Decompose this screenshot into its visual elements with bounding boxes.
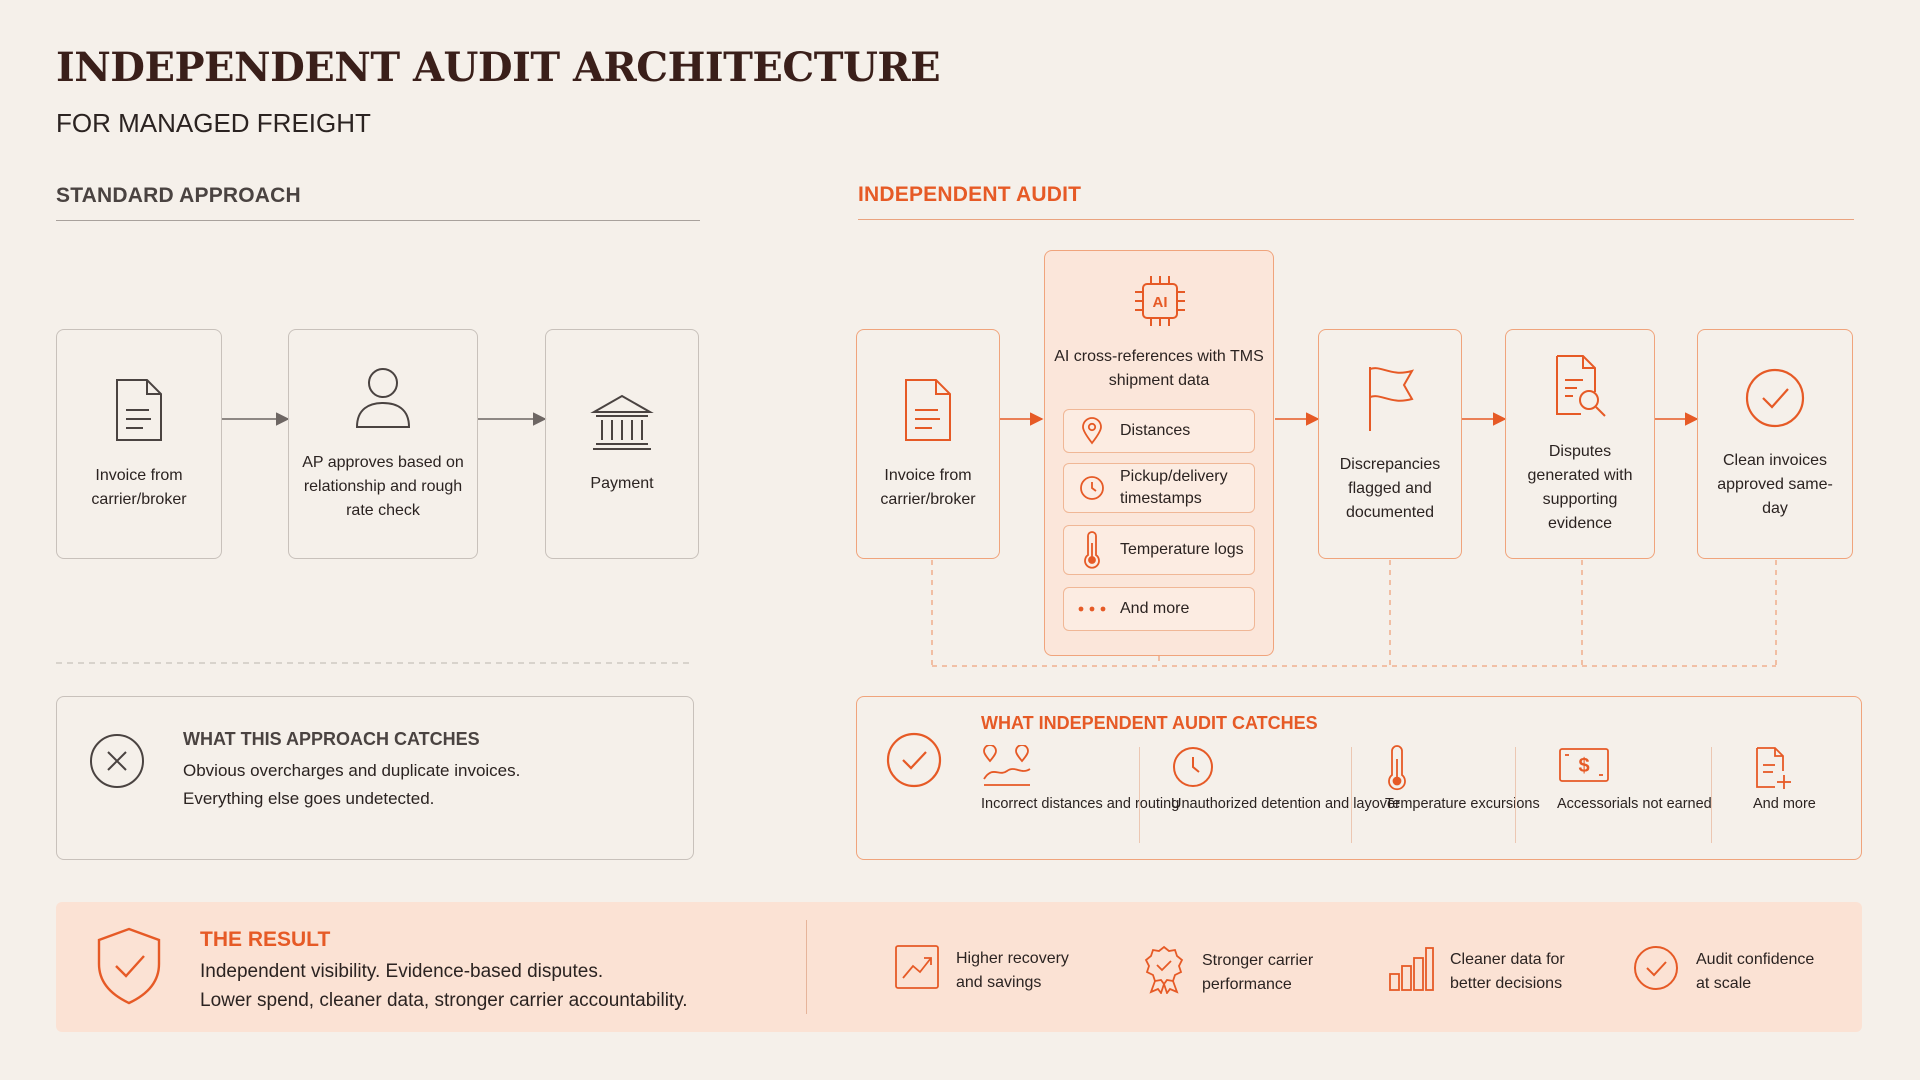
independent-catches-panel: WHAT INDEPENDENT AUDIT CATCHES Incorrect… — [856, 696, 1862, 860]
catch-item-distances: Incorrect distances and routing — [981, 744, 1180, 843]
trend-up-icon — [894, 944, 940, 998]
catch-item-detention: Unauthorized detention and layover — [1171, 745, 1400, 843]
catch-item-label: Temperature excursions — [1385, 796, 1540, 812]
independent-audit-heading: INDEPENDENT AUDIT — [858, 183, 1854, 220]
ai-item-label: Temperature logs — [1120, 540, 1244, 558]
benefit-carrier-performance: Stronger carrier performance — [1142, 944, 1332, 1002]
independent-catches-title: WHAT INDEPENDENT AUDIT CATCHES — [981, 713, 1318, 733]
result-band: THE RESULT Independent visibility. Evide… — [56, 902, 1862, 1032]
result-text: Independent visibility. Evidence-based d… — [200, 958, 688, 1015]
standard-catches-panel: WHAT THIS APPROACH CATCHES Obvious overc… — [56, 696, 694, 860]
thermometer-icon — [1064, 531, 1120, 569]
thermometer-icon — [1385, 745, 1540, 793]
document-icon — [111, 376, 167, 452]
result-title: THE RESULT — [200, 928, 331, 951]
result-line: Independent visibility. Evidence-based d… — [200, 961, 604, 982]
independent-step-discrepancies: Discrepancies flagged and documented — [1318, 329, 1462, 559]
bank-icon — [590, 392, 654, 460]
catch-item-temperature: Temperature excursions — [1385, 745, 1540, 843]
standard-step-payment: Payment — [545, 329, 699, 559]
page-subtitle: FOR MANAGED FREIGHT — [56, 108, 371, 138]
feedback-dashed-lines — [931, 560, 1777, 667]
ai-cross-reference-panel: AI AI cross-references with TMS shipment… — [1044, 250, 1274, 656]
svg-text:$: $ — [1578, 755, 1589, 777]
standard-step-label: Invoice from carrier/broker — [91, 467, 187, 508]
catch-divider — [1711, 747, 1712, 843]
document-icon — [900, 376, 956, 452]
ai-chip-text: AI — [1153, 294, 1168, 311]
ai-item-temperature: Temperature logs — [1063, 525, 1255, 575]
catch-item-and-more: And more — [1753, 745, 1816, 843]
ai-item-distances: Distances — [1063, 409, 1255, 453]
document-plus-icon — [1753, 745, 1816, 793]
independent-step-label: Discrepancies flagged and documented — [1339, 456, 1441, 521]
catch-item-label: And more — [1753, 796, 1816, 812]
standard-step-label: Payment — [590, 475, 654, 492]
benefit-audit-confidence: Audit confidence at scale — [1632, 944, 1826, 1000]
catch-divider — [1139, 747, 1140, 843]
standard-catches-text: Obvious overcharges and duplicate invoic… — [183, 757, 520, 813]
award-icon — [1142, 944, 1186, 1002]
benefit-cleaner-data: Cleaner data for better decisions — [1388, 944, 1580, 1000]
clock-icon — [1171, 745, 1400, 793]
result-divider — [806, 920, 807, 1014]
standard-step-label: AP approves based on relationship and ro… — [302, 454, 464, 519]
independent-step-label: Disputes generated with supporting evide… — [1527, 443, 1633, 532]
dots-icon — [1064, 605, 1120, 613]
catch-item-accessorials: $ Accessorials not earned — [1557, 745, 1712, 843]
independent-step-invoice: Invoice from carrier/broker — [856, 329, 1000, 559]
ai-item-timestamps: Pickup/delivery timestamps — [1063, 463, 1255, 513]
standard-catches-line: Obvious overcharges and duplicate invoic… — [183, 761, 521, 780]
ai-caption: AI cross-references with TMS shipment da… — [1054, 348, 1264, 389]
location-pin-icon — [1064, 417, 1120, 445]
benefit-label: Stronger carrier performance — [1202, 952, 1314, 993]
catch-item-label: Incorrect distances and routing — [981, 796, 1180, 812]
clock-icon — [1064, 474, 1120, 502]
ai-item-label: Pickup/delivery timestamps — [1120, 467, 1228, 507]
person-icon — [353, 365, 413, 439]
check-circle-icon — [1632, 944, 1680, 1000]
independent-step-disputes: Disputes generated with supporting evide… — [1505, 329, 1655, 559]
catch-item-label: Accessorials not earned — [1557, 796, 1712, 812]
independent-step-label: Clean invoices approved same-day — [1717, 452, 1833, 517]
benefit-label: Higher recovery and savings — [956, 950, 1069, 991]
standard-catches-line: Everything else goes undetected. — [183, 789, 435, 809]
benefit-label: Cleaner data for better decisions — [1450, 951, 1565, 992]
independent-step-label: Invoice from carrier/broker — [880, 467, 976, 508]
ai-item-and-more: And more — [1063, 587, 1255, 631]
page-title: INDEPENDENT AUDIT ARCHITECTURE — [56, 44, 941, 91]
standard-approach-heading: STANDARD APPROACH — [56, 184, 700, 221]
ai-chip-icon: AI — [1135, 276, 1185, 326]
standard-step-invoice: Invoice from carrier/broker — [56, 329, 222, 559]
benefit-label: Audit confidence at scale — [1696, 951, 1815, 992]
ai-item-label: Distances — [1120, 421, 1191, 439]
benefit-recovery: Higher recovery and savings — [894, 944, 1084, 998]
ai-item-label: And more — [1120, 599, 1190, 617]
check-circle-icon — [886, 732, 942, 788]
bar-chart-icon — [1388, 944, 1434, 1000]
standard-catches-title: WHAT THIS APPROACH CATCHES — [183, 729, 480, 749]
catch-divider — [1515, 747, 1516, 843]
catch-item-label: Unauthorized detention and layover — [1171, 796, 1400, 812]
shield-check-icon — [97, 927, 161, 1005]
check-circle-icon — [1744, 367, 1806, 437]
x-circle-icon — [90, 734, 144, 788]
independent-step-clean-invoices: Clean invoices approved same-day — [1697, 329, 1853, 559]
standard-step-ap-approval: AP approves based on relationship and ro… — [288, 329, 478, 559]
document-search-icon — [1551, 352, 1609, 428]
result-line: Lower spend, cleaner data, stronger carr… — [200, 989, 688, 1011]
catch-divider — [1351, 747, 1352, 843]
route-icon — [981, 744, 1179, 793]
flag-icon — [1362, 363, 1418, 441]
dollar-bill-icon: $ — [1557, 745, 1712, 793]
